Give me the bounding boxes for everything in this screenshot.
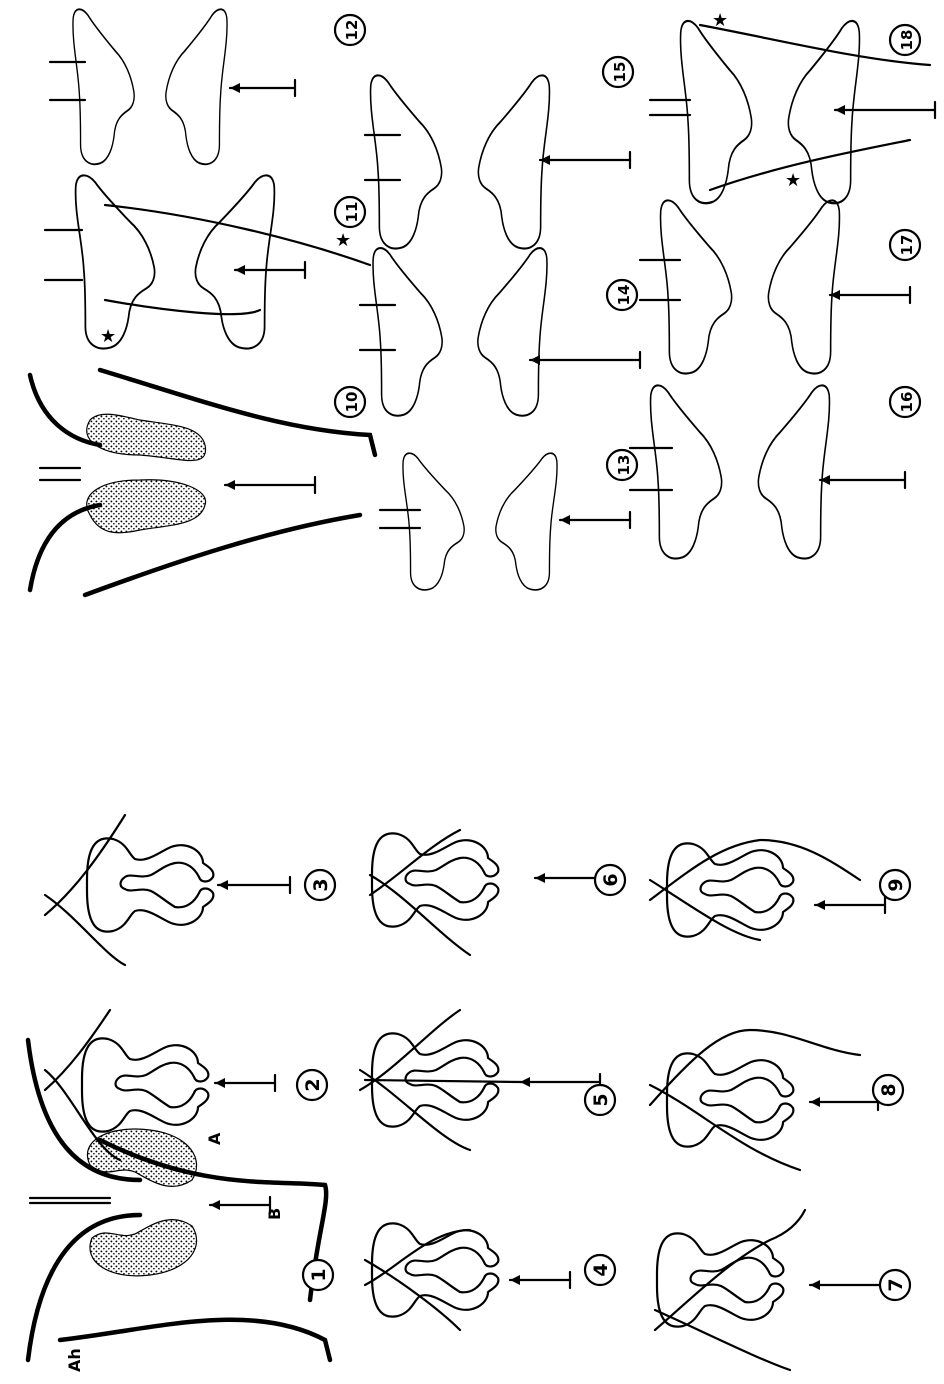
badge-16-number: 16 [898,392,916,413]
badge-6-number: 6 [600,873,622,886]
panel-10 [30,370,375,595]
panel-3 [45,815,290,965]
badge-5-number: 5 [590,1093,612,1106]
panel-6 [370,830,605,955]
panel-17 [640,200,910,373]
badge-3: 3 [305,870,335,900]
badge-2-number: 2 [302,1078,324,1091]
badge-1: 1 [303,1260,333,1290]
star-marker: ★ [712,10,728,31]
panel-16 [630,385,905,558]
badge-12: 12 [335,15,365,45]
label-b: B [265,1208,284,1220]
star-marker: ★ [335,230,351,251]
badge-8: 8 [873,1075,903,1105]
badge-15: 15 [603,57,633,87]
badge-5: 5 [585,1085,615,1115]
badge-10: 10 [335,387,365,417]
badge-7-number: 7 [885,1278,907,1291]
badge-14-number: 14 [615,285,633,306]
panel-9 [650,840,885,940]
badge-7: 7 [880,1270,910,1300]
panel-12 [50,9,295,164]
badge-9-number: 9 [885,878,907,891]
panel-5 [360,1010,600,1150]
badge-17-number: 17 [898,235,916,256]
panel-11: ★ ★ [45,175,370,348]
panel-13-top [380,453,630,590]
badge-18: 18 [890,25,920,55]
badge-12-number: 12 [343,20,361,41]
badge-4: 4 [585,1255,615,1285]
badge-15-number: 15 [611,62,629,83]
badge-16: 16 [890,387,920,417]
badge-13: 13 [607,450,637,480]
badge-3-number: 3 [310,878,332,891]
badge-9: 9 [880,870,910,900]
badge-1-number: 1 [308,1268,330,1281]
badge-4-number: 4 [590,1263,612,1276]
label-ah: Ah [65,1348,84,1372]
badge-13-number: 13 [615,455,633,476]
star-marker: ★ [100,326,116,347]
panel-8 [650,1030,878,1170]
badge-17: 17 [890,230,920,260]
badge-11: 11 [335,197,365,227]
label-a: A [205,1132,224,1145]
badge-6: 6 [595,865,625,895]
badge-10-number: 10 [343,392,361,413]
panel-1: B A Ah [28,1040,330,1372]
badge-8-number: 8 [878,1083,900,1096]
panel-4 [365,1223,570,1330]
panel-mid-b [365,75,630,248]
badge-14: 14 [607,280,637,310]
star-marker: ★ [785,170,801,191]
badge-11-number: 11 [343,202,361,223]
panel-7 [655,1210,890,1370]
badge-18-number: 18 [898,30,916,51]
panel-mid-a [360,248,640,416]
badge-2: 2 [297,1070,327,1100]
